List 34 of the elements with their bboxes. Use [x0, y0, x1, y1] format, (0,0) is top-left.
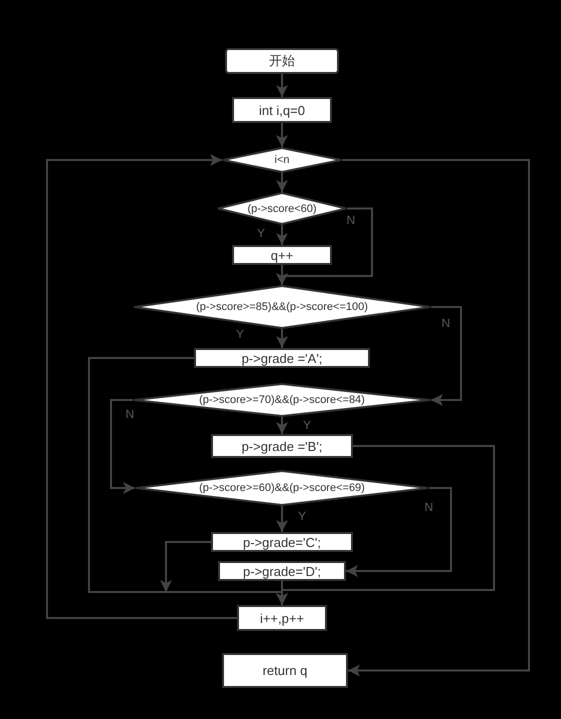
edge-label: Y: [303, 419, 312, 431]
process-box: p->grade='D';: [218, 561, 346, 581]
edge-label: N: [442, 317, 450, 329]
arrow: [431, 306, 462, 406]
arrow: [276, 581, 288, 605]
decision-diamond: i<n: [222, 147, 342, 173]
process-box: p->grade ='B';: [211, 434, 353, 458]
process-box: return q: [222, 653, 348, 688]
edge-label: N: [126, 408, 134, 420]
terminal-box: 开始: [225, 48, 339, 74]
edge-label: Y: [257, 227, 266, 239]
arrow: [276, 506, 288, 532]
decision-diamond: (p->score>=85)&&(p->score<=100): [133, 285, 431, 329]
arrow: [276, 123, 288, 147]
process-box: p->grade='C';: [211, 532, 353, 552]
edge-label: Y: [236, 328, 244, 340]
decision-diamond: (p->score>=70)&&(p->score<=84): [133, 383, 431, 417]
process-box: i++,p++: [237, 605, 327, 631]
process-box: p->grade ='A';: [194, 348, 370, 368]
arrow: [276, 265, 288, 285]
arrow: [110, 399, 135, 494]
edge-label: Y: [298, 510, 306, 522]
arrow: [276, 417, 288, 434]
process-box: q++: [232, 245, 332, 265]
arrow: [276, 74, 288, 97]
arrow: [276, 225, 288, 245]
arrow: [46, 154, 237, 619]
arrow: [342, 159, 530, 676]
edge-label: N: [346, 214, 356, 226]
arrow: [346, 487, 452, 577]
process-box: int i,q=0: [232, 97, 332, 123]
arrow: [276, 173, 288, 192]
decision-diamond: (p->score<60): [217, 192, 347, 225]
arrow: [276, 329, 288, 348]
